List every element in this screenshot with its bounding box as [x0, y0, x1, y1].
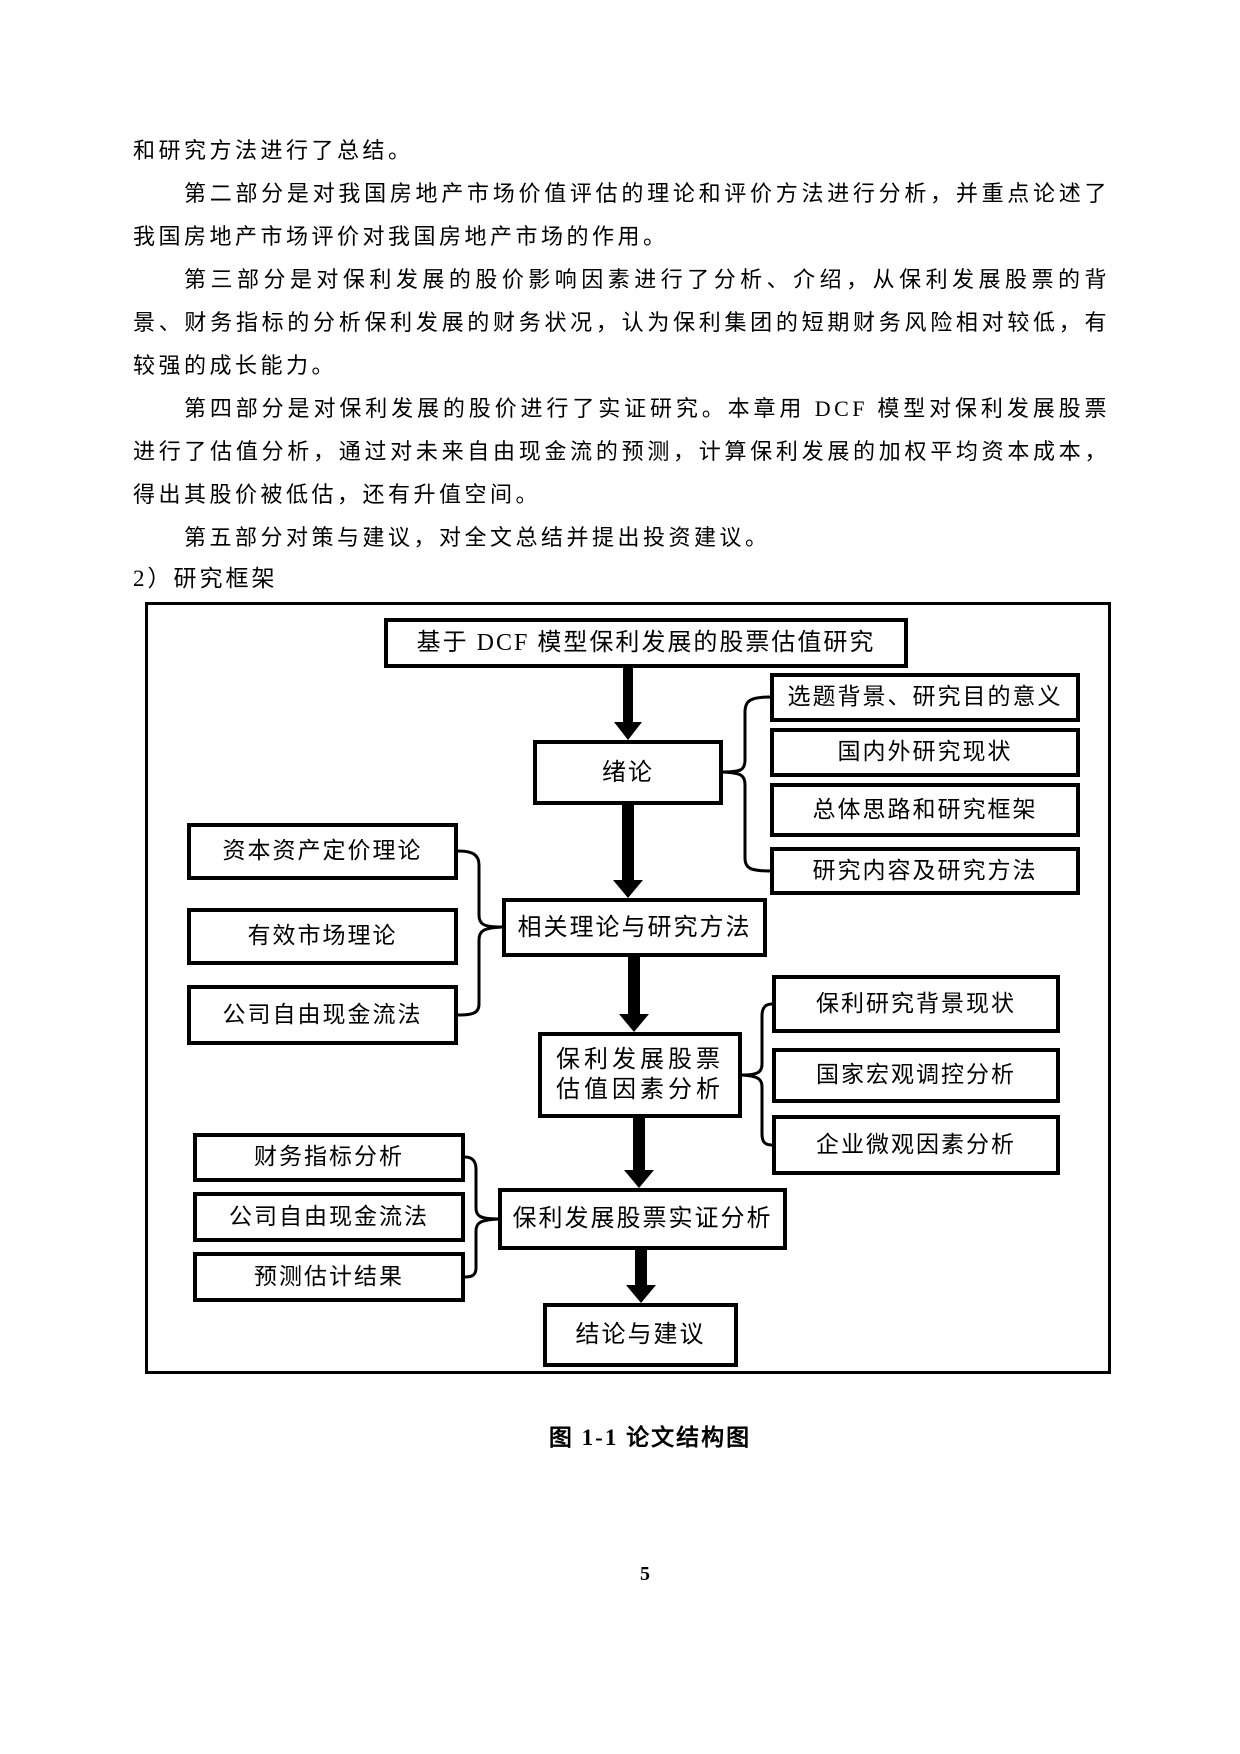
- node-title: 基于 DCF 模型保利发展的股票估值研究: [384, 618, 908, 668]
- brace-valuation-children: [741, 1002, 773, 1147]
- node-conclusion: 结论与建议: [543, 1303, 738, 1367]
- node-theory-child-1: 资本资产定价理论: [187, 823, 458, 880]
- node-valuation: 保利发展股票 估值因素分析: [538, 1032, 742, 1118]
- arrow-title-to-intro: [614, 666, 642, 740]
- node-intro-child-1: 选题背景、研究目的意义: [770, 673, 1080, 722]
- node-valuation-child-1: 保利研究背景现状: [772, 975, 1060, 1033]
- node-intro-child-2: 国内外研究现状: [770, 728, 1080, 777]
- thesis-structure-diagram: 基于 DCF 模型保利发展的股票估值研究 绪论 选题背景、研究目的意义 国内外研…: [145, 602, 1111, 1374]
- diagram-connectors: [457, 666, 773, 1303]
- diagram-border: [145, 602, 1111, 1374]
- node-intro: 绪论: [533, 740, 723, 805]
- node-theory-child-2: 有效市场理论: [187, 908, 458, 965]
- node-valuation-line-1: 保利发展股票: [556, 1047, 724, 1073]
- node-empirical: 保利发展股票实证分析: [498, 1188, 787, 1250]
- paragraph: 和研究方法进行了总结。: [133, 138, 414, 163]
- node-valuation-child-2: 国家宏观调控分析: [772, 1048, 1060, 1103]
- node-intro-child-3: 总体思路和研究框架: [770, 783, 1080, 837]
- node-valuation-child-3: 企业微观因素分析: [772, 1115, 1060, 1175]
- arrow-intro-to-theory: [613, 805, 643, 898]
- node-empirical-child-1: 财务指标分析: [193, 1133, 465, 1182]
- node-empirical-child-3: 预测估计结果: [193, 1252, 465, 1302]
- node-theory-child-3: 公司自由现金流法: [187, 985, 458, 1045]
- brace-empirical-children: [464, 1155, 499, 1279]
- paragraph: 第二部分是对我国房地产市场价值评估的理论和评价方法进行分析，并重点论述了我国房地…: [133, 181, 1110, 249]
- node-valuation-line-2: 估值因素分析: [556, 1077, 724, 1103]
- arrow-valuation-to-empirical: [624, 1118, 654, 1188]
- paragraph: 第四部分是对保利发展的股价进行了实证研究。本章用 DCF 模型对保利发展股票进行…: [133, 396, 1110, 507]
- section-heading: 2）研究框架: [133, 566, 278, 591]
- node-empirical-child-2: 公司自由现金流法: [193, 1192, 465, 1242]
- figure-caption: 图 1-1 论文结构图: [548, 1425, 752, 1450]
- body-text: 和研究方法进行了总结。 第二部分是对我国房地产市场价值评估的理论和评价方法进行分…: [133, 129, 1110, 559]
- paragraph: 第三部分是对保利发展的股价影响因素进行了分析、介绍，从保利发展股票的背景、财务指…: [133, 267, 1110, 378]
- arrow-empirical-to-conclusion: [626, 1250, 656, 1303]
- page-number: 5: [640, 1563, 650, 1585]
- brace-intro-children: [722, 695, 771, 873]
- arrow-theory-to-valuation: [619, 957, 649, 1032]
- node-intro-child-4: 研究内容及研究方法: [770, 847, 1080, 895]
- brace-theory-children: [457, 849, 503, 1017]
- node-theory: 相关理论与研究方法: [502, 898, 767, 957]
- paragraph: 第五部分对策与建议，对全文总结并提出投资建议。: [184, 525, 771, 550]
